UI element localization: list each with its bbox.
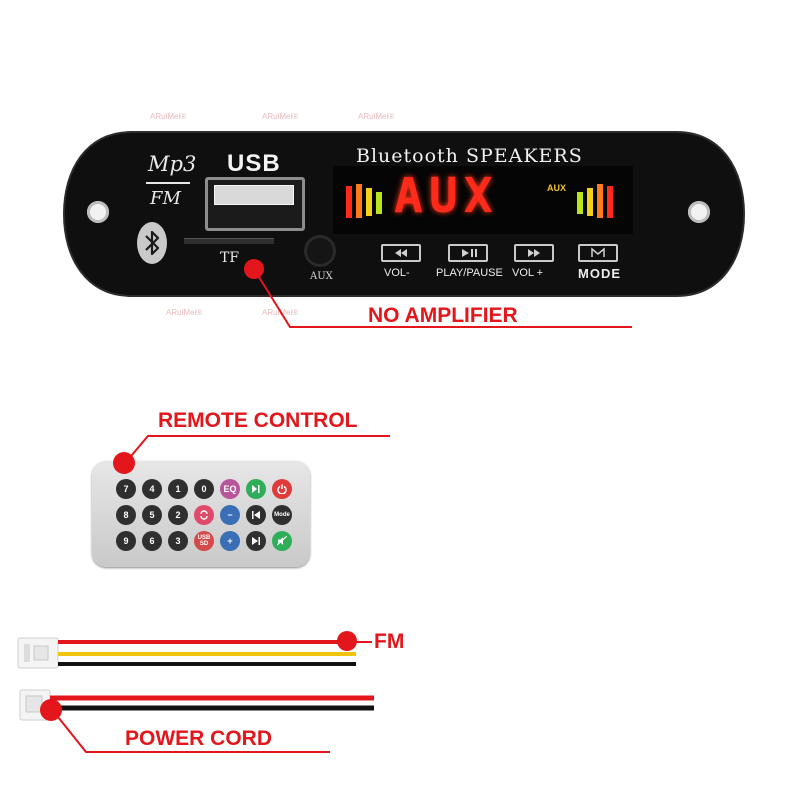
remote-key[interactable]: 5: [142, 505, 162, 525]
logo-mp3: Mp3: [148, 152, 197, 176]
remote-key[interactable]: [194, 505, 214, 525]
tf-label: TF: [220, 250, 240, 266]
remote-control-label: REMOTE CONTROL: [158, 409, 358, 432]
bluetooth-icon: [137, 222, 167, 264]
remote-key[interactable]: [246, 531, 266, 551]
fm-antenna-wire: [17, 637, 356, 669]
callout-line-power: [53, 711, 330, 753]
mode-button[interactable]: [578, 244, 618, 262]
logo-divider: [146, 182, 190, 184]
callout-dot-tf: [244, 259, 264, 279]
usb-label: USB: [227, 150, 281, 177]
board-title: Bluetooth SPEAKERS: [356, 145, 583, 167]
mounting-hole-right: [688, 201, 710, 223]
callout-dot-remote: [113, 452, 135, 474]
usb-port-contact: [214, 185, 294, 205]
play-pause-icon: [251, 484, 261, 494]
vol-down-label: VOL-: [384, 267, 410, 279]
remote-key[interactable]: EQ: [220, 479, 240, 499]
fast-forward-icon: [528, 249, 540, 257]
display-text: AUX: [394, 168, 499, 224]
remote-key-label: 6: [149, 536, 155, 546]
remote-key-label: 0: [201, 484, 207, 494]
power-icon: [277, 484, 287, 494]
remote-key-label: +: [227, 536, 233, 546]
remote-key[interactable]: Mode: [272, 505, 292, 525]
remote-key[interactable]: [272, 531, 292, 551]
rewind-icon: [395, 249, 407, 257]
remote-key-label: USB SD: [197, 535, 211, 547]
remote-key[interactable]: +: [220, 531, 240, 551]
remote-key-label: −: [227, 510, 233, 520]
remote-key[interactable]: 7: [116, 479, 136, 499]
remote-key[interactable]: [246, 479, 266, 499]
mute-icon: [277, 536, 287, 546]
no-amplifier-label: NO AMPLIFIER: [368, 304, 518, 327]
remote-key[interactable]: [246, 505, 266, 525]
remote-key-label: Mode: [274, 512, 290, 518]
mode-label: MODE: [578, 266, 621, 281]
level-meter-right: [577, 184, 613, 218]
vol-up-button[interactable]: [514, 244, 554, 262]
watermark: ARuiMei®: [262, 112, 299, 121]
remote-key-label: 8: [123, 510, 129, 520]
remote-key-label: 9: [123, 536, 129, 546]
remote-key-label: 3: [175, 536, 181, 546]
repeat-icon: [199, 510, 209, 520]
remote-key-label: 1: [175, 484, 181, 494]
watermark: ARuiMei®: [166, 308, 203, 317]
remote-key-label: 2: [175, 510, 181, 520]
next-icon: [251, 536, 261, 546]
remote-key[interactable]: 4: [142, 479, 162, 499]
tf-card-slot: [184, 238, 274, 244]
level-meter-left: [346, 184, 382, 218]
aux-label: AUX: [310, 271, 333, 282]
aux-jack: [307, 238, 333, 264]
callout-line-remote: [125, 435, 390, 463]
remote-key[interactable]: 9: [116, 531, 136, 551]
play-pause-icon: [462, 249, 477, 257]
callout-line-no-amplifier: [253, 268, 632, 328]
remote-key[interactable]: 1: [168, 479, 188, 499]
remote-key[interactable]: [272, 479, 292, 499]
remote-key[interactable]: 8: [116, 505, 136, 525]
remote-key-label: 4: [149, 484, 155, 494]
play-pause-button[interactable]: [448, 244, 488, 262]
power-cord-wire: [19, 689, 374, 721]
callout-dot-fm: [337, 631, 357, 651]
vol-up-label: VOL +: [512, 267, 544, 279]
previous-icon: [251, 510, 261, 520]
remote-key[interactable]: 3: [168, 531, 188, 551]
remote-key[interactable]: −: [220, 505, 240, 525]
remote-key[interactable]: 6: [142, 531, 162, 551]
remote-key-label: EQ: [223, 484, 237, 494]
remote-key-label: 7: [123, 484, 129, 494]
logo-fm: FM: [150, 188, 181, 209]
mode-icon: [591, 247, 605, 257]
callout-line-fm: [354, 641, 372, 643]
remote-key-label: 5: [149, 510, 155, 520]
remote-key[interactable]: USB SD: [194, 531, 214, 551]
power-cord-label: POWER CORD: [125, 727, 272, 750]
remote-key[interactable]: 0: [194, 479, 214, 499]
watermark: ARuiMei®: [150, 112, 187, 121]
display-indicator: AUX: [547, 183, 567, 193]
fm-label: FM: [374, 630, 405, 653]
vol-down-button[interactable]: [381, 244, 421, 262]
remote-key[interactable]: 2: [168, 505, 188, 525]
play-pause-label: PLAY/PAUSE: [436, 267, 503, 279]
watermark: ARuiMei®: [358, 112, 395, 121]
mounting-hole-left: [87, 201, 109, 223]
